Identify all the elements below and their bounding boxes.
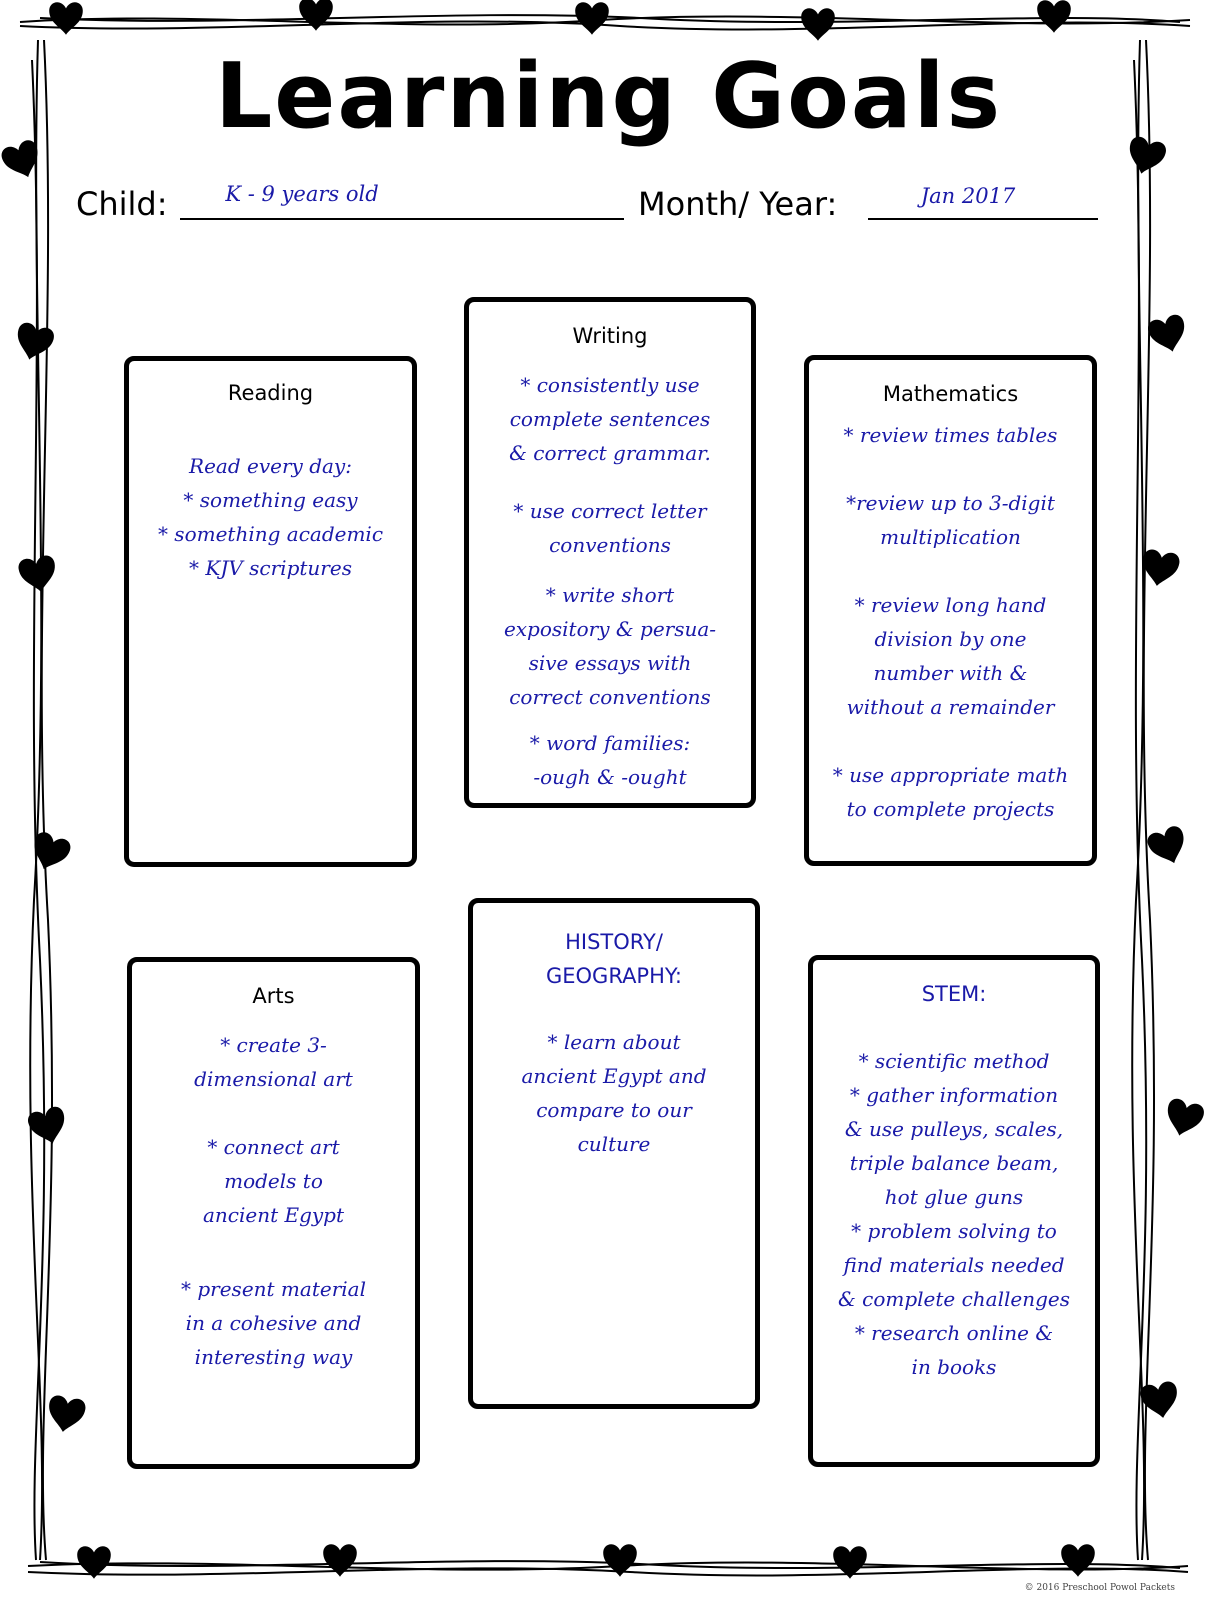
- reading-title: Reading: [227, 381, 314, 405]
- child-label: Child:: [76, 185, 168, 223]
- child-value[interactable]: K - 9 years old: [225, 182, 379, 206]
- goal-line: in books: [911, 1355, 997, 1379]
- writing-box: Writing * consistently use complete sent…: [464, 297, 756, 808]
- goal-line: sive essays with: [528, 651, 692, 675]
- goal-line: in a cohesive and: [185, 1311, 362, 1335]
- goal-line: models to: [224, 1169, 323, 1193]
- goal-line: triple balance beam,: [849, 1151, 1059, 1175]
- spacer: [469, 470, 751, 494]
- spacer: [809, 452, 1092, 486]
- history-geography-box: HISTORY/ GEOGRAPHY: * learn about ancien…: [468, 898, 760, 1409]
- month-year-value[interactable]: Jan 2017: [920, 184, 1016, 208]
- spacer: [469, 562, 751, 578]
- mathematics-box: Mathematics * review times tables *revie…: [804, 355, 1097, 866]
- month-year-label: Month/ Year:: [638, 185, 838, 223]
- goal-line: number with &: [873, 661, 1028, 685]
- goal-line: dimensional art: [194, 1067, 353, 1091]
- goal-line: *review up to 3-digit: [846, 491, 1055, 515]
- mathematics-goals: * review times tables *review up to 3-di…: [809, 418, 1092, 826]
- writing-goals: * consistently use complete sentences & …: [469, 368, 751, 794]
- goal-line: * word families:: [529, 731, 691, 755]
- spacer: [132, 1232, 415, 1272]
- goal-line: & use pulleys, scales,: [844, 1117, 1064, 1141]
- page-title: Learning Goals: [214, 44, 1003, 149]
- goal-line: conventions: [549, 533, 671, 557]
- arts-title: Arts: [252, 984, 295, 1008]
- goal-line: Read every day:: [189, 454, 352, 478]
- goal-line: * scientific method: [858, 1049, 1050, 1073]
- stem-title: STEM:: [921, 982, 987, 1006]
- spacer: [809, 554, 1092, 588]
- goal-line: * consistently use: [520, 373, 700, 397]
- goal-line: expository & persua-: [503, 617, 717, 641]
- goal-line: * present material: [181, 1277, 366, 1301]
- goal-line: * KJV scriptures: [189, 556, 352, 580]
- goal-line: multiplication: [880, 525, 1021, 549]
- month-year-underline: [868, 218, 1098, 220]
- copyright-notice: © 2016 Preschool Powol Packets: [1024, 1583, 1175, 1593]
- goal-line: culture: [577, 1132, 651, 1156]
- goal-line: find materials needed: [843, 1253, 1065, 1277]
- goal-line: * learn about: [547, 1030, 681, 1054]
- goal-line: complete sentences: [509, 407, 711, 431]
- reading-box: Reading Read every day: * something easy…: [124, 356, 417, 867]
- title-line: HISTORY/: [565, 930, 663, 954]
- goal-line: -ough & -ought: [533, 765, 687, 789]
- writing-title: Writing: [572, 324, 648, 348]
- goal-line: correct conventions: [509, 685, 711, 709]
- history-geography-title: HISTORY/ GEOGRAPHY:: [473, 925, 755, 993]
- mathematics-title: Mathematics: [882, 382, 1019, 406]
- goal-line: * gather information: [849, 1083, 1059, 1107]
- spacer: [469, 714, 751, 726]
- goal-line: compare to our: [536, 1098, 692, 1122]
- goal-line: without a remainder: [846, 695, 1055, 719]
- spacer: [809, 724, 1092, 758]
- child-underline: [180, 218, 624, 220]
- stem-box: STEM: * scientific method * gather infor…: [808, 955, 1100, 1467]
- goal-line: ancient Egypt and: [521, 1064, 707, 1088]
- goal-line: * research online &: [854, 1321, 1054, 1345]
- spacer: [132, 1096, 415, 1130]
- goal-line: * something academic: [157, 522, 384, 546]
- reading-goals: Read every day: * something easy * somet…: [129, 449, 412, 585]
- goal-line: * connect art: [207, 1135, 340, 1159]
- arts-goals: * create 3- dimensional art * connect ar…: [132, 1028, 415, 1374]
- goal-line: * use appropriate math: [832, 763, 1069, 787]
- goal-line: * write short: [545, 583, 675, 607]
- goal-line: * review long hand: [854, 593, 1047, 617]
- goal-line: hot glue guns: [884, 1185, 1024, 1209]
- goal-line: * use correct letter: [513, 499, 707, 523]
- arts-box: Arts * create 3- dimensional art * conne…: [127, 957, 420, 1469]
- goal-line: ancient Egypt: [202, 1203, 345, 1227]
- goal-line: to complete projects: [846, 797, 1055, 821]
- title-line: GEOGRAPHY:: [545, 964, 683, 988]
- goal-line: & complete challenges: [837, 1287, 1071, 1311]
- goal-line: * review times tables: [843, 423, 1058, 447]
- goal-line: division by one: [874, 627, 1027, 651]
- stem-goals: * scientific method * gather information…: [813, 1044, 1095, 1384]
- goal-line: * create 3-: [220, 1033, 327, 1057]
- goal-line: interesting way: [194, 1345, 353, 1369]
- goal-line: & correct grammar.: [509, 441, 711, 465]
- goal-line: * something easy: [183, 488, 358, 512]
- history-geography-goals: * learn about ancient Egypt and compare …: [473, 1025, 755, 1161]
- goal-line: * problem solving to: [851, 1219, 1057, 1243]
